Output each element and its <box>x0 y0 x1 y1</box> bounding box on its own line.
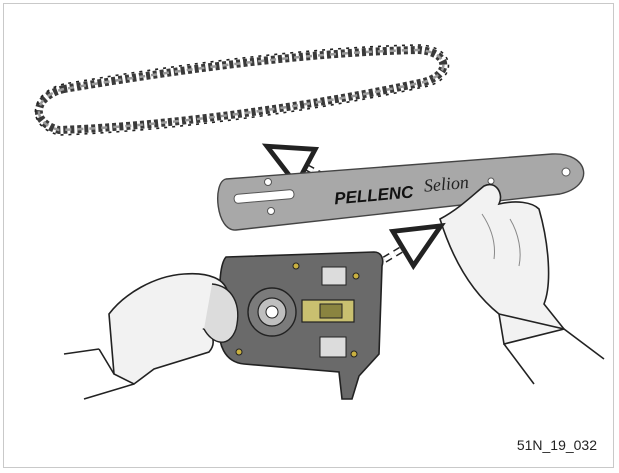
right-glove-icon <box>440 185 604 384</box>
figure-frame: PELLENC Selion <box>3 3 614 468</box>
left-glove-icon <box>64 274 238 399</box>
chainsaw-head-icon <box>219 252 383 399</box>
saw-chain-icon <box>35 45 448 135</box>
bar-model-label: Selion <box>423 172 470 196</box>
figure-reference-code: 51N_19_032 <box>517 437 597 453</box>
removal-illustration: PELLENC Selion <box>4 4 615 469</box>
